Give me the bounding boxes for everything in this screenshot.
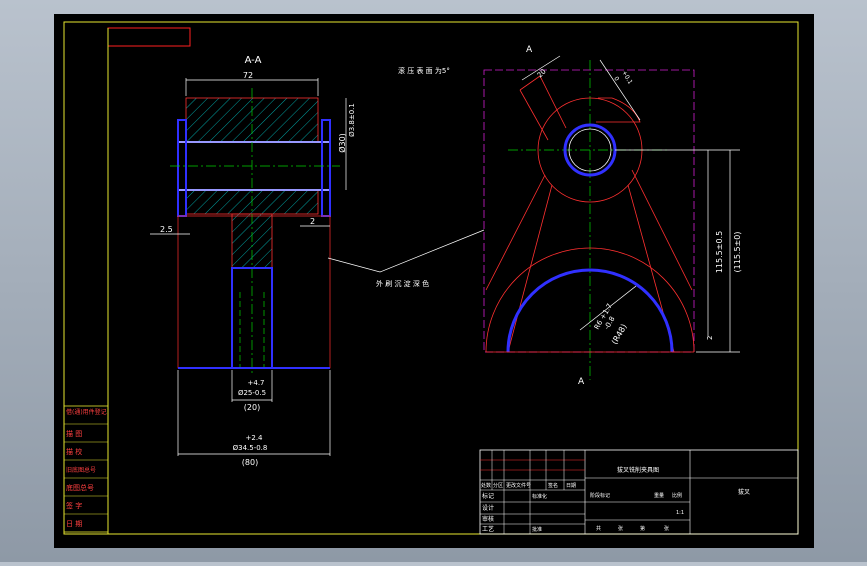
tech-note: 滚 压 表 面 为5°: [398, 66, 450, 75]
dim-2: 2: [310, 217, 315, 226]
side-cell-0: 借(通)用件登记: [66, 408, 107, 416]
side-table: 借(通)用件登记 描 图 描 校 旧底图总号 底图总号 签 字 日 期: [63, 405, 109, 533]
side-cell-3: 旧底图总号: [66, 466, 96, 474]
dim-angle-bot: 0: [612, 76, 620, 83]
side-cell-4: 底图总号: [66, 483, 94, 492]
dim-len-80: (80): [242, 458, 258, 467]
drawing-background: [54, 14, 814, 548]
sheet-of: 第: [640, 525, 645, 532]
row-3: 工艺: [482, 525, 494, 533]
section-label: A-A: [245, 55, 262, 66]
dim-34: Ø34.5-0.8: [233, 444, 268, 452]
row-1: 设计: [482, 504, 494, 512]
fork-arc-inner: [506, 268, 674, 353]
approve-label: 批准: [532, 526, 542, 533]
weight-label: 重量: [654, 492, 664, 499]
std-label: 标准化: [532, 493, 547, 500]
col-4: 日期: [566, 483, 576, 489]
col-0: 处数: [481, 482, 491, 489]
side-cell-2: 描 校: [66, 447, 82, 456]
dim-edge-2: 2: [706, 336, 714, 340]
dim-phi-minor: Ø3.8±0.1: [348, 103, 356, 137]
scale-label: 比例: [672, 492, 682, 499]
dim-tol-top2: +2.4: [246, 434, 264, 442]
dim-h-155: 115.5±0.5: [715, 231, 724, 273]
dim-2-5: 2.5: [160, 225, 173, 234]
drawing-title: 拔叉铣削夹具图: [617, 466, 659, 474]
drawing-frame: [63, 21, 799, 535]
leader-text: 外 刷 沉 淀 深 色: [376, 279, 429, 288]
front-view: A A 20 +0.1 0 R6 +1.7 -0.8 (R48): [483, 45, 742, 387]
sheet-label-2: 张: [664, 525, 669, 532]
view-mark-bottom: A: [578, 377, 585, 387]
dim-len-20: (20): [244, 403, 260, 412]
section-view: A-A 72 Ø: [150, 55, 356, 467]
dim-72: 72: [243, 71, 253, 80]
stage-label: 阶段标记: [590, 492, 610, 499]
fork-arc-outer: [485, 247, 695, 353]
dim-20: 20: [536, 67, 548, 79]
row-2: 审核: [482, 515, 494, 523]
sheet-count: 共: [596, 525, 601, 532]
dim-phi30: Ø30): [337, 133, 347, 153]
row-0: 标记: [482, 492, 494, 500]
sheet-label: 张: [618, 525, 623, 532]
view-mark-top: A: [526, 45, 533, 55]
leader-line: [327, 229, 485, 273]
side-cell-5: 签 字: [66, 501, 82, 510]
side-cell-1: 描 图: [66, 429, 82, 438]
col-1: 分区: [493, 482, 503, 489]
title-block: 拔叉铣削夹具图 拔叉 处数 分区 更改文件号 签名 日期 标记 设计 审核 工艺…: [479, 449, 799, 535]
dim-h-155b: (115.5±0): [733, 232, 742, 273]
col-3: 签名: [548, 482, 558, 489]
side-cell-6: 日 期: [66, 520, 82, 528]
part-name: 拔叉: [738, 488, 750, 496]
dim-25: Ø25-0.5: [238, 389, 266, 397]
col-2: 更改文件号: [506, 482, 531, 489]
scale-value: 1:1: [676, 510, 684, 516]
dim-tol-top: +4.7: [248, 379, 265, 387]
